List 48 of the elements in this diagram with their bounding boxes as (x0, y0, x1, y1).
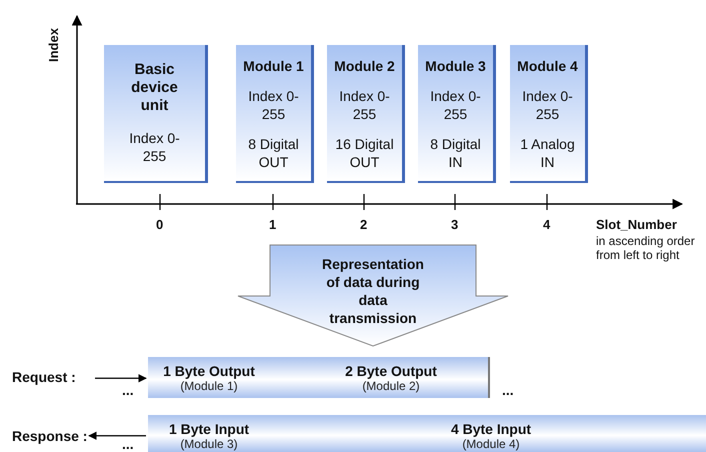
box-text: 8 Digital IN (429, 135, 482, 171)
segment-text: (Module 1) (179, 379, 239, 393)
box-text: Index 0-255 (429, 87, 482, 123)
tick-label: 3 (451, 217, 458, 232)
segment-text: (Module 4) (461, 437, 521, 451)
data-segment (270, 357, 490, 398)
box-title: Module 2 (334, 57, 395, 75)
segment-title: 1 Byte Input (168, 421, 250, 437)
segment-title: 4 Byte Input (450, 421, 532, 437)
box-text: Index 0-255 (338, 87, 391, 123)
box-title: Basic device unit (130, 61, 179, 115)
down-arrow-shape (238, 245, 508, 347)
data-segment (270, 415, 706, 452)
box-text: 8 Digital OUT (247, 135, 300, 171)
module-box (104, 45, 208, 183)
ellipsis: ... (122, 436, 134, 452)
segment-text: (Module 2) (361, 379, 421, 393)
module-box (510, 45, 588, 183)
box-text: Index 0-255 (247, 87, 300, 123)
tick-label: 1 (269, 217, 276, 232)
segment-title: 1 Byte Output (162, 363, 256, 379)
row-label: Request : (12, 369, 76, 389)
ellipsis: ... (502, 382, 514, 398)
box-title: Module 1 (243, 57, 304, 75)
axis-note: in ascending order from left to right (596, 234, 696, 262)
box-title: Module 3 (425, 57, 486, 75)
segment-title: 2 Byte Output (344, 363, 438, 379)
module-box (418, 45, 496, 183)
data-segment (148, 357, 270, 398)
arrow (95, 374, 147, 382)
segment-text: (Module 3) (179, 437, 239, 451)
box-text: Index 0-255 (128, 129, 181, 165)
arrow-text: Representation of data during data transmission (321, 255, 425, 327)
row-label: Response : (12, 428, 88, 448)
tick-label: 4 (543, 217, 550, 232)
box-text: 1 Analog IN (519, 135, 576, 171)
tick-label: 0 (156, 217, 164, 232)
box-text: 16 Digital OUT (334, 135, 394, 171)
arrow (88, 432, 146, 440)
ellipsis: ... (122, 382, 134, 398)
tick-label: 2 (360, 217, 368, 232)
module-box (236, 45, 314, 183)
data-segment (148, 415, 270, 452)
module-box (327, 45, 405, 183)
axis-title: Index (46, 28, 61, 62)
box-text: Index 0-255 (521, 87, 574, 123)
axis-title: Slot_Number (596, 217, 677, 232)
box-title: Module 4 (517, 57, 578, 75)
